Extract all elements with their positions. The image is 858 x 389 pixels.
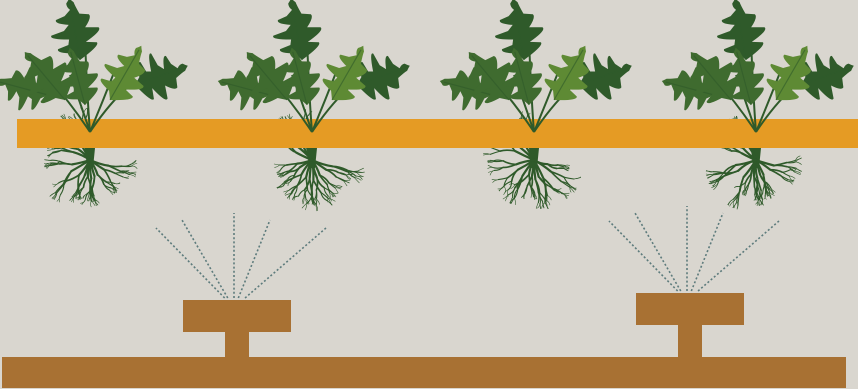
growing-shelf [17,119,858,148]
water-supply-pipe [2,357,846,388]
